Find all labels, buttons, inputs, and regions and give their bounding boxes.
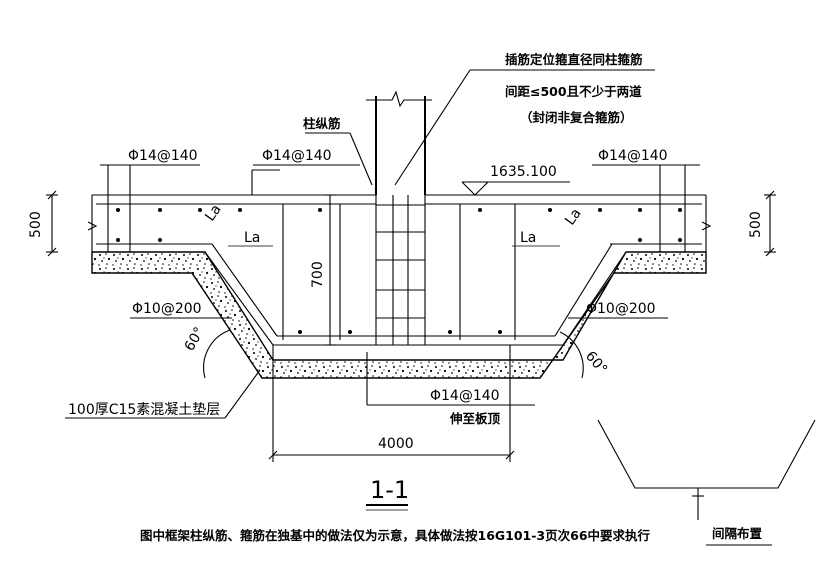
dim-right-thickness: 500 (748, 211, 764, 238)
dim-left-thickness: 500 (28, 211, 44, 238)
la-right-horiz: La (520, 230, 536, 246)
angle-right: 60° (582, 348, 610, 377)
angle-left: 60° (182, 324, 208, 354)
rebar-top-left: Φ14@140 (128, 148, 198, 164)
extend-to-top: 伸至板顶 (449, 411, 501, 426)
dim-depth: 700 (310, 261, 326, 288)
rebar-top-right: Φ14@140 (598, 148, 668, 164)
note-text: 图中框架柱纵筋、箍筋在独基中的做法仅为示意，具体做法按16G101-3页次66中… (140, 528, 651, 543)
cushion-label: 100厚C15素混凝土垫层 (68, 402, 220, 418)
elevation-label: 1635.100 (490, 164, 557, 180)
la-left-horiz: La (244, 230, 260, 246)
spacing-layout-label: 间隔布置 (712, 526, 763, 541)
rebar-bottom: Φ14@140 (430, 388, 500, 404)
insert-rebar-line2: 间距≤500且不少于两道 (505, 84, 642, 99)
la-right-diag: La (562, 206, 585, 229)
dim-pit-width: 4000 (378, 436, 414, 452)
rebar-side-right: Φ10@200 (586, 301, 656, 317)
rebar-side-left: Φ10@200 (132, 301, 202, 317)
insert-rebar-line3: （封闭非复合箍筋） (520, 110, 633, 125)
la-left-diag: La (202, 202, 225, 225)
rebar-top-mid: Φ14@140 (262, 148, 332, 164)
insert-rebar-line1: 插筋定位箍直径同柱箍筋 (505, 52, 643, 67)
column-longitudinal-label: 柱纵筋 (303, 116, 341, 131)
section-label: 1-1 (370, 476, 409, 504)
